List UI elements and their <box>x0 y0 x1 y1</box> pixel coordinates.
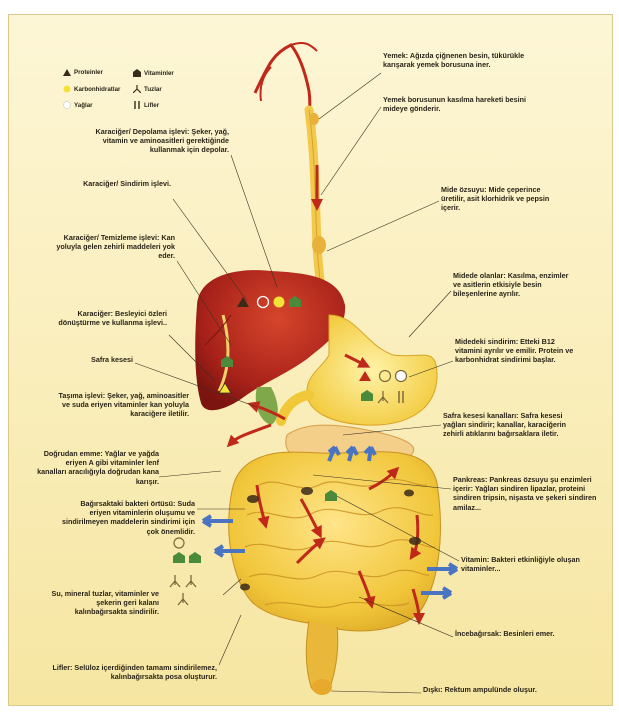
label-karaciger-depolama: Karaciğer/ Depolama işlevi: Şeker, yağ, … <box>69 127 229 155</box>
label-mide-ozsuyu: Mide özsuyu: Mide çeperince üretilir, as… <box>441 185 559 213</box>
label-bakteri-ortusu: Bağırsaktaki bakteri örtüsü: Suda eriyen… <box>59 499 195 536</box>
label-yemek: Yemek: Ağızda çiğnenen besin, tükürükle … <box>383 51 533 69</box>
label-dogrudan-emme: Doğrudan emme: Yağlar ve yağda eriyen A … <box>35 449 159 486</box>
label-karaciger-sindirim: Karaciğer/ Sindirim işlevi. <box>65 179 171 188</box>
label-lifler: Lifler: Selüloz içerdiğinden tamamı sind… <box>49 663 217 681</box>
legend-label: Vitaminler <box>144 70 174 77</box>
label-pankreas: Pankreas: Pankreas özsuyu şu enzimleri i… <box>453 475 599 512</box>
double-bar-icon <box>133 101 141 109</box>
pentagon-icon <box>133 69 141 77</box>
tripod-icon <box>133 85 141 93</box>
label-yemek-borusu: Yemek borusunun kasılma hareketi besini … <box>383 95 533 113</box>
legend-label: Yağlar <box>74 102 93 109</box>
label-safra-kesesi: Safra kesesi <box>59 355 133 364</box>
label-su-mineral: Su, mineral tuzlar, vitaminler ve şekeri… <box>49 589 159 617</box>
label-karaciger-besleyici: Karaciğer: Besleyici özleri dönüştürme v… <box>49 309 167 327</box>
label-midedeki-sindirim: Midedeki sindirim: Etteki B12 vitamini a… <box>455 337 579 365</box>
label-diski: Dışkı: Rektum ampulünde oluşur. <box>423 685 563 694</box>
legend-carbohydrates: Karbonhidratlar <box>63 85 120 93</box>
label-safra-kanallari: Safra kesesi kanalları: Safra kesesi yağ… <box>443 411 583 439</box>
label-vitamin: Vitamin: Bakteri etkinliğiyle oluşan vit… <box>461 555 581 573</box>
label-karaciger-temizleme: Karaciğer/ Temizleme işlevi: Kan yoluyla… <box>49 233 175 261</box>
legend-vitamins: Vitaminler <box>133 69 174 77</box>
label-incebagirsak: İncebağırsak: Besinleri emer. <box>455 629 575 638</box>
legend-label: Lifler <box>144 102 159 109</box>
legend-salts: Tuzlar <box>133 85 162 93</box>
illustration-frame: Proteinler Vitaminler Karbonhidratlar Tu… <box>8 14 613 706</box>
triangle-icon <box>63 69 71 76</box>
legend-label: Tuzlar <box>144 86 162 93</box>
food-bolus-top <box>309 113 319 125</box>
legend-proteins: Proteinler <box>63 69 103 76</box>
legend-fibers: Lifler <box>133 101 159 109</box>
legend-label: Proteinler <box>74 69 103 76</box>
circle-white-icon <box>63 101 71 109</box>
circle-yellow-icon <box>63 85 71 93</box>
legend-fats: Yağlar <box>63 101 93 109</box>
legend-label: Karbonhidratlar <box>74 86 120 93</box>
food-bolus-mid <box>312 236 326 254</box>
label-midede-olanlar: Midede olanlar: Kasılma, enzimler ve asi… <box>453 271 573 299</box>
label-tasima: Taşıma işlevi: Şeker, yağ, aminoasitler … <box>49 391 189 419</box>
